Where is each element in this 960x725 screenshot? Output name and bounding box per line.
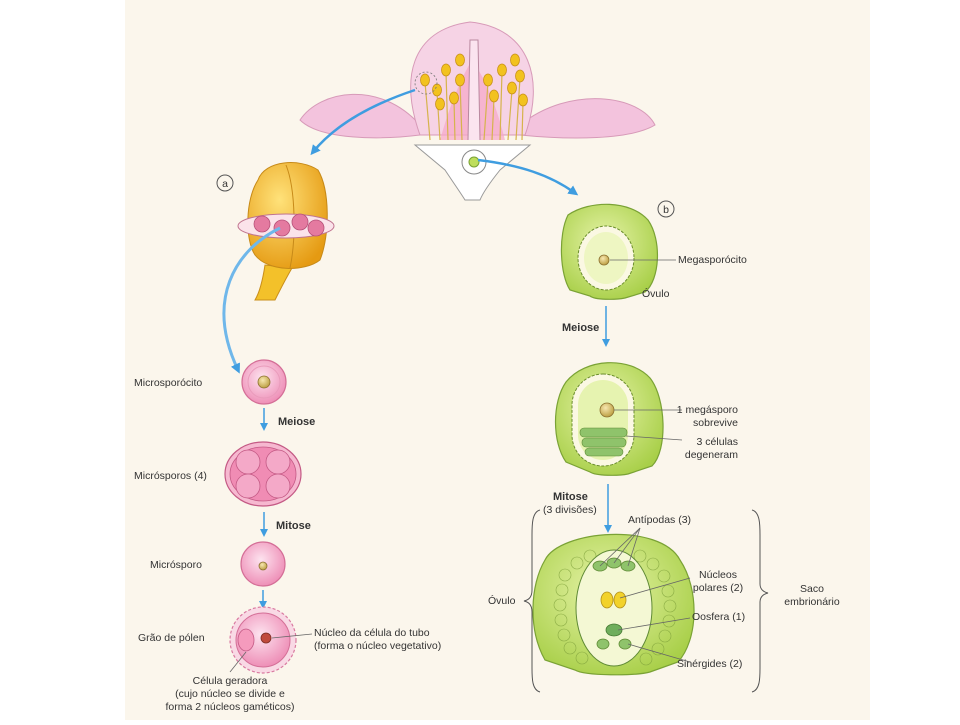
label-tube-nucleus-line1: Núcleo da célula do tubo <box>314 627 430 639</box>
marker-b-circle <box>657 200 675 218</box>
ovule-megaspore <box>554 362 664 476</box>
label-degenerate-line1: 3 células <box>697 436 738 448</box>
microspore-tetrad <box>224 441 302 507</box>
leader-degenerate <box>625 435 683 441</box>
label-microsporocyte: Microsporócito <box>134 377 202 389</box>
label-sac-line2: embrionário <box>784 596 840 608</box>
label-mitosis-sub: (3 divisões) <box>543 504 597 516</box>
label-meiosis-right: Meiose <box>562 322 599 334</box>
anther-illustration <box>237 162 335 301</box>
label-survivor-line2: sobrevive <box>693 417 738 429</box>
label-meiosis-left: Meiose <box>278 416 315 428</box>
label-megasporocyte: Megasporócito <box>678 254 747 266</box>
label-sac-line1: Saco <box>800 583 824 595</box>
label-survivor-line1: 1 megásporo <box>677 404 738 416</box>
arrow-to-microsporocyte <box>222 226 281 374</box>
label-ovule-top: Óvulo <box>642 287 670 300</box>
embryo-sac-ovule <box>532 533 695 676</box>
pollen-grain <box>229 606 297 674</box>
flower-illustration <box>299 21 656 201</box>
label-degenerate-line2: degeneram <box>685 449 738 461</box>
arrow-to-anther <box>310 88 416 156</box>
label-polar-line2: polares (2) <box>693 582 743 594</box>
label-pollen-grain: Grão de pólen <box>138 632 205 644</box>
bracket-left <box>523 509 541 693</box>
label-egg: Oosfera (1) <box>692 611 745 623</box>
label-ovule-bottom: Óvulo <box>488 594 516 607</box>
marker-b: b <box>663 204 669 216</box>
arrow-to-ovule <box>477 158 579 196</box>
label-generative-line3: forma 2 núcleos gaméticos) <box>166 701 295 713</box>
label-antipodals: Antípodas (3) <box>628 514 691 526</box>
leader-generative-cell <box>229 651 247 673</box>
label-generative-line1: Célula geradora <box>193 675 268 687</box>
ovule-megasporocyte <box>560 203 658 300</box>
label-microspore: Micrósporo <box>150 559 202 571</box>
marker-a-circle <box>216 174 234 192</box>
leader-tube-nucleus <box>271 633 313 639</box>
label-polar-line1: Núcleos <box>699 569 737 581</box>
label-mitosis-right: Mitose <box>553 491 588 503</box>
microsporocyte-cell <box>241 359 287 405</box>
microspore-cell <box>240 541 286 587</box>
embryo-sac-leaders <box>599 527 691 663</box>
label-mitosis-left: Mitose <box>276 520 311 532</box>
bracket-right <box>751 509 769 693</box>
label-synergids: Sinérgides (2) <box>677 658 742 670</box>
label-tube-nucleus-line2: (forma o núcleo vegetativo) <box>314 640 441 652</box>
label-microspores: Micrósporos (4) <box>134 470 207 482</box>
marker-a: a <box>222 178 228 190</box>
label-generative-line2: (cujo núcleo se divide e <box>175 688 285 700</box>
